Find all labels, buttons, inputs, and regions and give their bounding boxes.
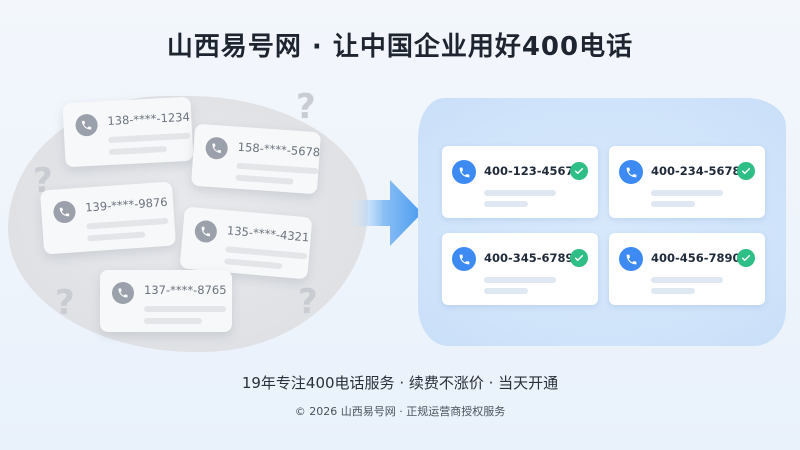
check-circle-icon — [737, 249, 755, 267]
placeholder-line — [651, 288, 695, 294]
question-mark-icon: ? — [298, 282, 318, 322]
tagline: 19年专注400电话服务 · 续费不涨价 · 当天开通 — [241, 374, 559, 392]
phone-icon — [112, 282, 134, 304]
after-background-blob — [418, 98, 786, 346]
placeholder-line — [651, 190, 723, 196]
400-number-card: 400-456-7890 — [609, 233, 765, 305]
phone-icon — [452, 160, 476, 184]
check-circle-icon — [570, 162, 588, 180]
ordinary-number-card: 139-****-9876 — [39, 181, 177, 255]
placeholder-line — [484, 277, 556, 283]
placeholder-line — [235, 174, 294, 185]
400-number: 400-456-7890 — [651, 251, 741, 265]
phone-icon — [619, 160, 643, 184]
placeholder-line — [224, 258, 283, 270]
400-number-card: 400-234-5678 — [609, 146, 765, 218]
400-number-card: 400-345-6789 — [442, 233, 598, 305]
phone-icon — [452, 247, 476, 271]
ordinary-number: 138-****-1234 — [107, 109, 191, 129]
phone-icon — [52, 200, 77, 224]
400-number-card: 400-123-4567 — [442, 146, 598, 218]
ordinary-number-card: 137-****-8765 — [100, 270, 232, 332]
ordinary-number: 135-****-4321 — [226, 223, 310, 245]
placeholder-line — [484, 190, 556, 196]
placeholder-line — [225, 246, 308, 260]
placeholder-line — [144, 306, 226, 312]
400-number: 400-234-5678 — [651, 164, 741, 178]
phone-icon — [619, 247, 643, 271]
ordinary-number: 137-****-8765 — [144, 283, 227, 297]
placeholder-line — [236, 162, 319, 175]
phone-icon — [193, 219, 218, 244]
phone-icon — [204, 136, 229, 160]
ordinary-number-card: 135-****-4321 — [179, 206, 313, 280]
phone-icon — [75, 113, 99, 137]
placeholder-line — [86, 217, 169, 230]
placeholder-line — [651, 201, 695, 207]
check-circle-icon — [570, 249, 588, 267]
placeholder-line — [87, 231, 146, 242]
placeholder-line — [484, 201, 528, 207]
placeholder-line — [484, 288, 528, 294]
page-title: 山西易号网 · 让中国企业用好400电话 — [166, 32, 634, 62]
placeholder-line — [651, 277, 723, 283]
check-circle-icon — [737, 162, 755, 180]
ordinary-number: 139-****-9876 — [84, 194, 169, 215]
question-mark-icon: ? — [55, 283, 75, 323]
placeholder-line — [108, 145, 168, 156]
ordinary-number-card: 138-****-1234 — [62, 96, 194, 168]
400-number: 400-345-6789 — [484, 251, 574, 265]
copyright-footer: © 2026 山西易号网 · 正规运营商授权服务 — [294, 405, 506, 418]
question-mark-icon: ? — [296, 87, 316, 127]
400-number: 400-123-4567 — [484, 164, 574, 178]
placeholder-line — [108, 132, 191, 144]
arrow-right-icon — [352, 180, 422, 246]
ordinary-number-card: 158-****-5678 — [190, 123, 322, 195]
placeholder-line — [144, 318, 202, 324]
ordinary-number: 158-****-5678 — [237, 139, 321, 160]
